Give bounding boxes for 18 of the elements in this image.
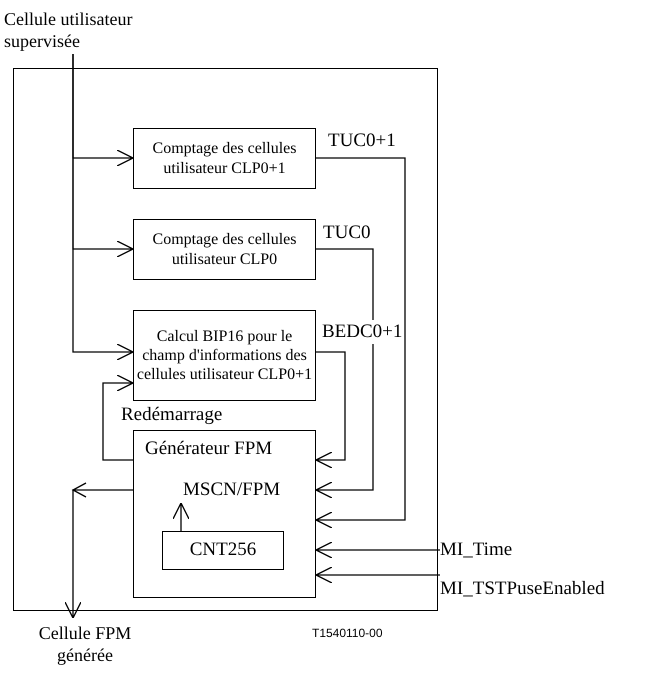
box-label: Comptage des cellules utilisateur CLP0: [152, 230, 298, 269]
process-box: [133, 219, 316, 280]
signal-label: MSCN/FPM: [182, 478, 282, 502]
process-box: [133, 430, 316, 598]
process-box: [162, 531, 284, 570]
signal-label: MI_Time: [440, 538, 514, 562]
signal-label: Cellule utilisateur supervisée: [4, 8, 134, 52]
box-label: Calcul BIP16 pour le champ d'informations des cellules utilisateur CLP0+1: [136, 326, 314, 384]
block-title: Générateur FPM: [145, 437, 272, 461]
box-label: Comptage des cellules utilisateur CLP0+1: [152, 139, 298, 178]
signal-label: Cellule FPM générée: [38, 622, 132, 666]
edge-label: BEDC0+1: [320, 320, 404, 344]
frame-box: [13, 68, 438, 611]
signal-label: MI_TSTPuseEnabled: [440, 576, 606, 601]
figure-number: T1540110-00: [312, 625, 382, 642]
box-label: CNT256: [190, 538, 256, 562]
process-box: [133, 310, 316, 401]
process-box: [133, 128, 316, 189]
